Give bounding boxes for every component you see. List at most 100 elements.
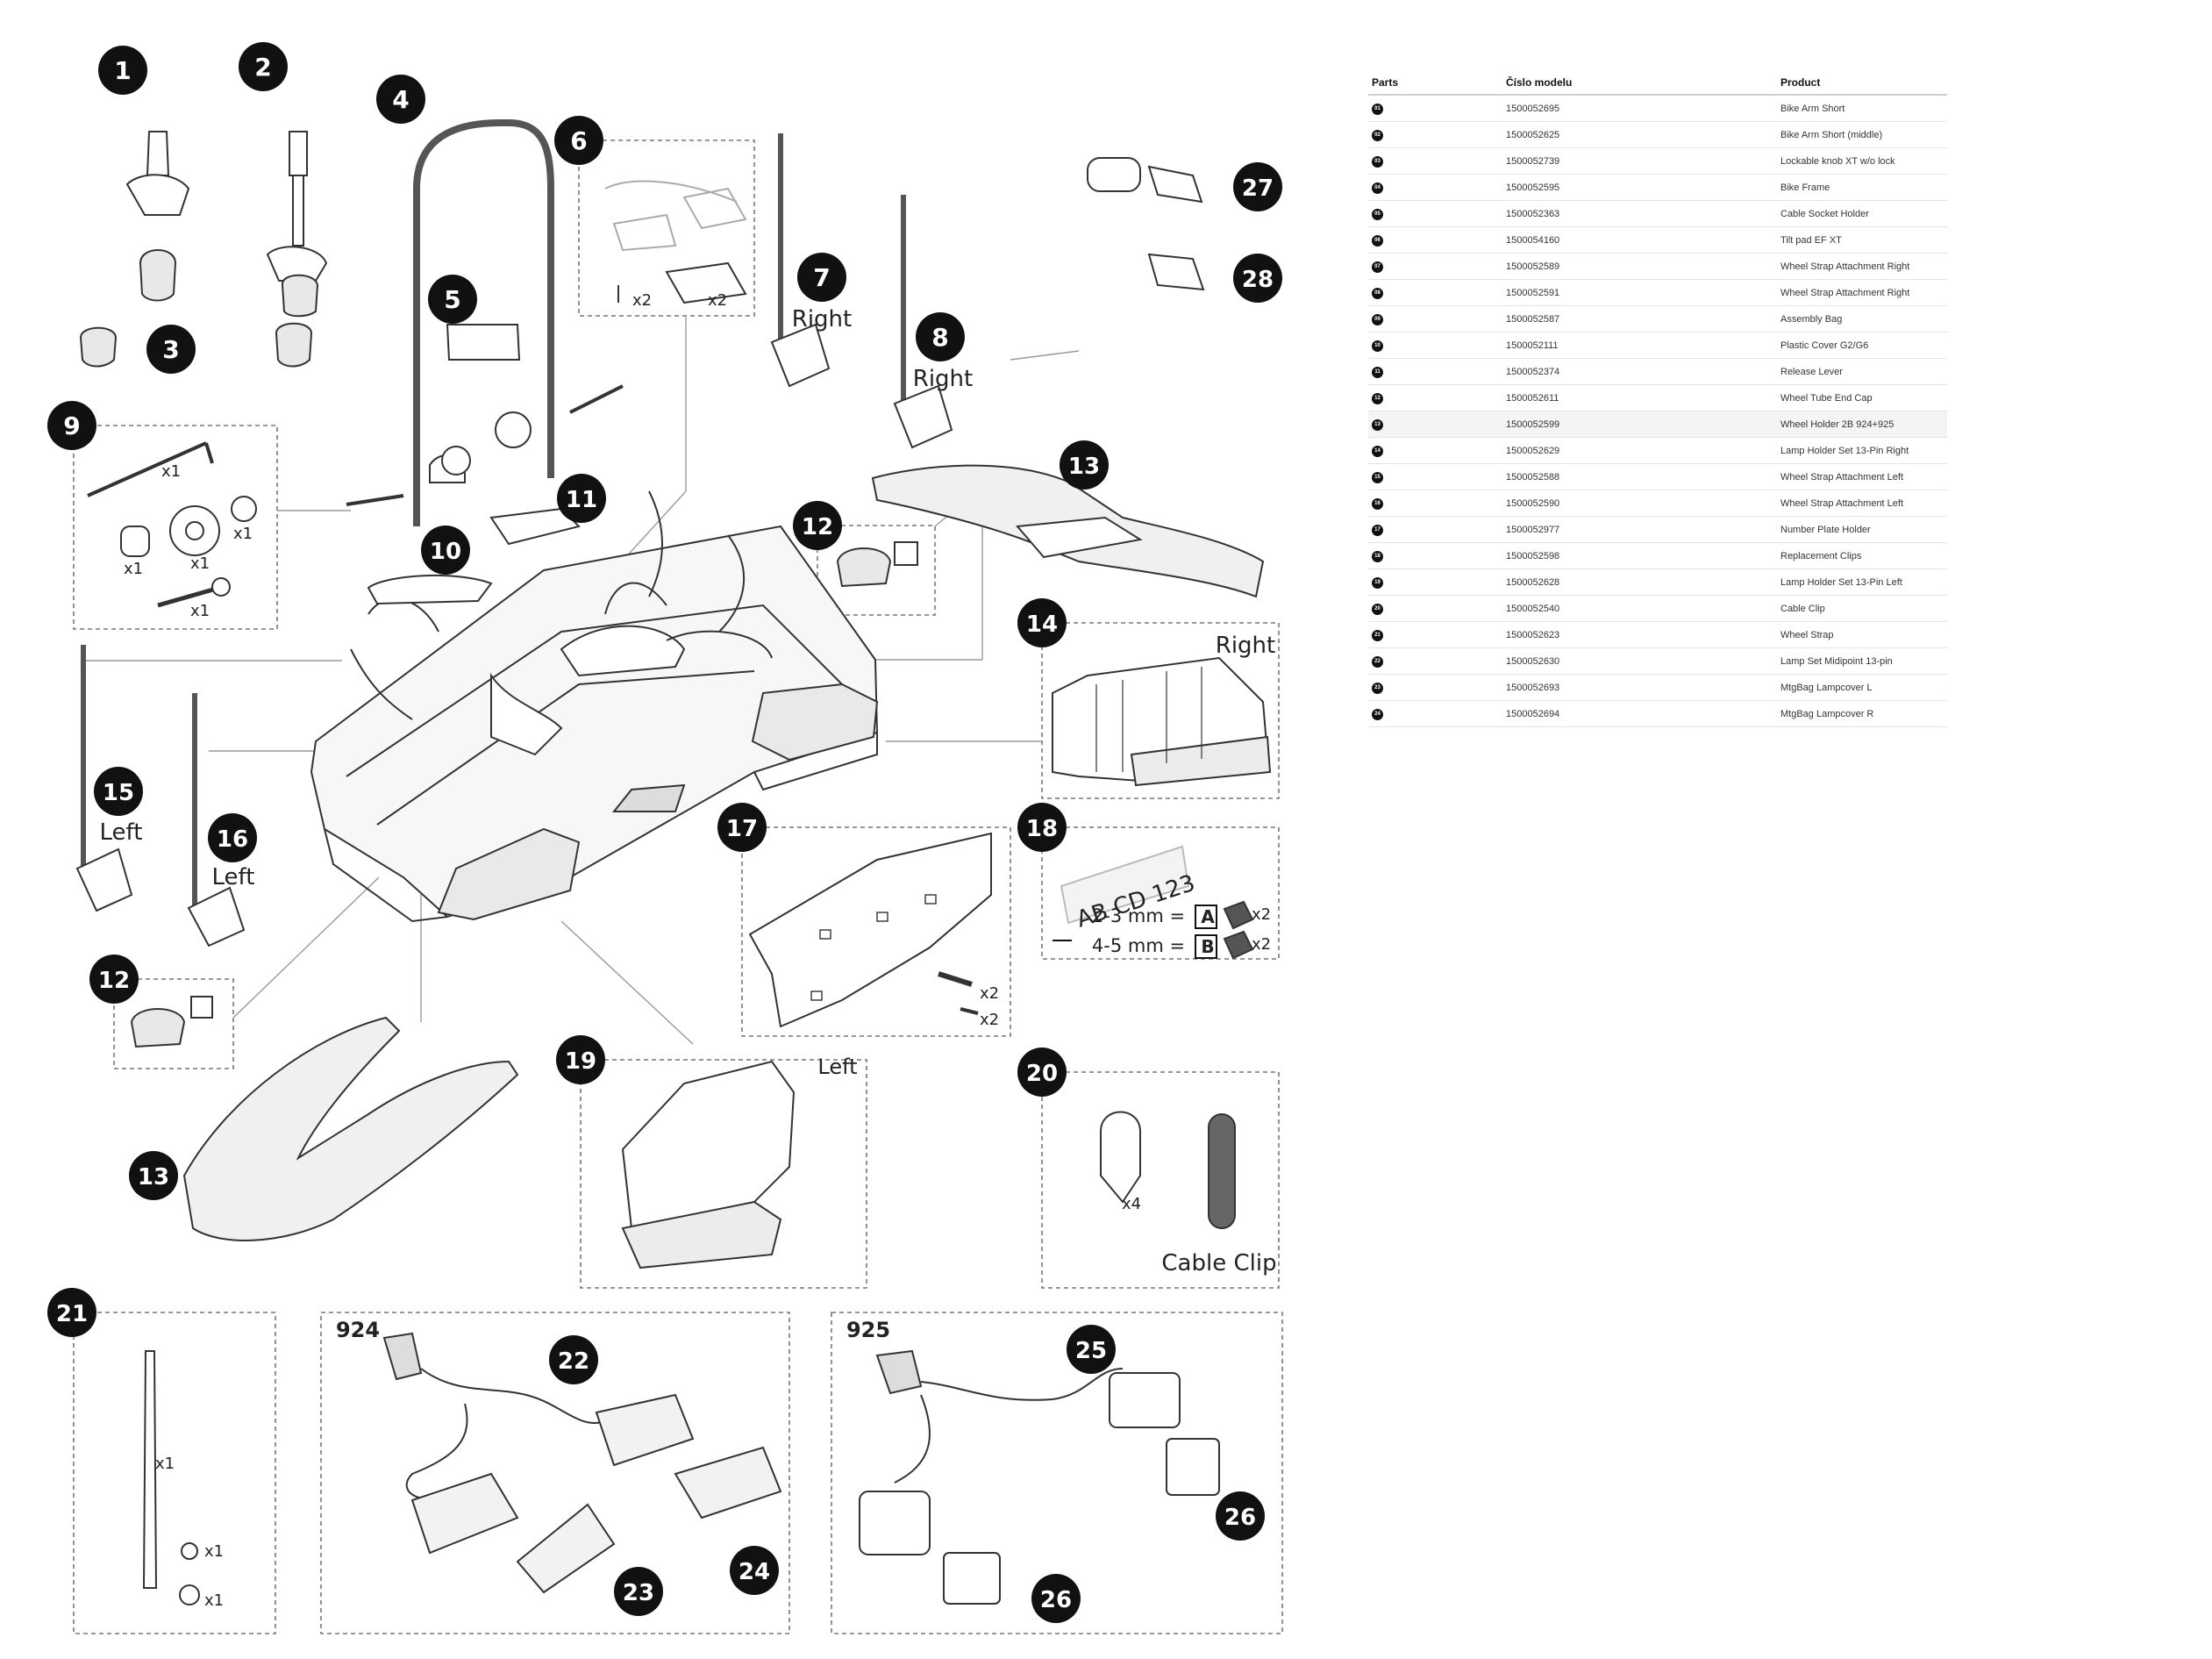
- callout-number: 24: [739, 1559, 770, 1585]
- callout-circle: [1017, 803, 1067, 852]
- callout-26: 26: [1031, 1574, 1081, 1623]
- part-number-badge: 21: [1372, 630, 1383, 641]
- product-cell: Bike Arm Short (middle): [1777, 121, 1947, 148]
- parts-table-header: Parts Číslo modelu Product: [1368, 72, 1947, 96]
- product-cell: Bike Arm Short: [1777, 95, 1947, 122]
- product-cell: Number Plate Holder: [1777, 516, 1947, 543]
- box-6: [578, 139, 755, 317]
- box-12-bottom: [113, 978, 234, 1069]
- part-cell: 10: [1368, 332, 1502, 359]
- diagram-label: B: [1201, 936, 1214, 957]
- callout-circle: [208, 813, 257, 862]
- callout-10: 10: [421, 526, 470, 575]
- part-number-badge: 12: [1372, 393, 1383, 404]
- callout-circle: [1233, 254, 1282, 303]
- callout-number: 13: [1068, 454, 1100, 480]
- callout-number: 26: [1040, 1587, 1072, 1613]
- wheel-holder-bottom: [182, 1016, 519, 1241]
- callout-number: 2: [254, 53, 271, 82]
- diagram-label: Left: [212, 864, 255, 890]
- diagram-label: Right: [792, 306, 852, 333]
- subassembly-boxes: [73, 139, 1283, 1634]
- callout-9: 9: [47, 401, 96, 450]
- callout-number: 10: [430, 539, 461, 565]
- callout-27: 27: [1233, 162, 1282, 211]
- callout-number: 16: [217, 826, 248, 853]
- callout-circle: [376, 75, 425, 124]
- model-cell: 1500052589: [1502, 253, 1777, 280]
- model-cell: 1500052629: [1502, 437, 1777, 464]
- diagram-label: x2: [632, 291, 652, 310]
- part-number-badge: 20: [1372, 604, 1383, 615]
- callout-circle: [793, 501, 842, 550]
- model-cell: 1500052694: [1502, 700, 1777, 727]
- callout-number: 19: [565, 1048, 596, 1075]
- exploded-parts-diagram: 1234567891011121314151617181213192021222…: [47, 42, 1283, 1634]
- callout-18: 18: [1017, 803, 1067, 852]
- model-cell: 1500052590: [1502, 490, 1777, 517]
- callout-7: 7: [797, 253, 846, 302]
- callout-circle: [797, 253, 846, 302]
- callout-number: 21: [56, 1301, 88, 1327]
- part-cell: 09: [1368, 305, 1502, 333]
- callout-circle: [549, 1335, 598, 1384]
- product-cell: Wheel Tube End Cap: [1777, 384, 1947, 411]
- model-cell: 1500052693: [1502, 674, 1777, 701]
- part-cell: 11: [1368, 358, 1502, 385]
- model-cell: 1500052598: [1502, 542, 1777, 569]
- callout-19: 19: [556, 1035, 605, 1084]
- model-cell: 1500052599: [1502, 411, 1777, 438]
- callout-number: 4: [392, 85, 409, 114]
- callout-circle: [614, 1567, 663, 1616]
- lamp-set-924: [382, 1332, 782, 1594]
- model-cell: 1500052540: [1502, 595, 1777, 622]
- callout-13: 13: [1060, 440, 1109, 490]
- callout-circle: [129, 1151, 178, 1200]
- callout-26: 26: [1216, 1491, 1265, 1541]
- callout-circle: [1017, 598, 1067, 647]
- callout-number: 18: [1026, 816, 1058, 842]
- box-19: [580, 1059, 867, 1289]
- part-cell: 16: [1368, 490, 1502, 517]
- product-cell: Bike Frame: [1777, 174, 1947, 201]
- callout-circle: [421, 526, 470, 575]
- part-number-badge: 10: [1372, 340, 1383, 352]
- diagram-label: x1: [233, 525, 253, 543]
- diagram-label: Right: [1216, 633, 1275, 659]
- header-model: Číslo modelu: [1502, 72, 1777, 96]
- part-number-badge: 11: [1372, 367, 1383, 378]
- part-number-badge: 19: [1372, 577, 1383, 589]
- callout-number: 12: [802, 514, 833, 540]
- product-cell: Wheel Strap Attachment Left: [1777, 490, 1947, 517]
- product-cell: Wheel Strap Attachment Left: [1777, 463, 1947, 490]
- part-number-badge: 03: [1372, 156, 1383, 168]
- callout-3: 3: [146, 325, 196, 374]
- model-cell: 1500052587: [1502, 305, 1777, 333]
- part-cell: 15: [1368, 463, 1502, 490]
- part-cell: 22: [1368, 647, 1502, 675]
- product-cell: Lockable knob XT w/o lock: [1777, 147, 1947, 175]
- part-cell: 23: [1368, 674, 1502, 701]
- callout-number: 20: [1026, 1061, 1058, 1087]
- header-parts: Parts: [1368, 72, 1502, 96]
- model-cell: 1500052623: [1502, 621, 1777, 648]
- part-number-badge: 24: [1372, 709, 1383, 720]
- callout-circle: [146, 325, 196, 374]
- part-number-badge: 15: [1372, 472, 1383, 483]
- header-product: Product: [1777, 72, 1947, 96]
- diagram-label: x2: [708, 291, 727, 310]
- model-cell: 1500052591: [1502, 279, 1777, 306]
- product-cell: Wheel Strap: [1777, 621, 1947, 648]
- part-number-badge: 02: [1372, 130, 1383, 141]
- part-number-badge: 13: [1372, 419, 1383, 431]
- callout-5: 5: [428, 275, 477, 324]
- callout-number: 13: [138, 1164, 169, 1191]
- box-925: [831, 1312, 1283, 1634]
